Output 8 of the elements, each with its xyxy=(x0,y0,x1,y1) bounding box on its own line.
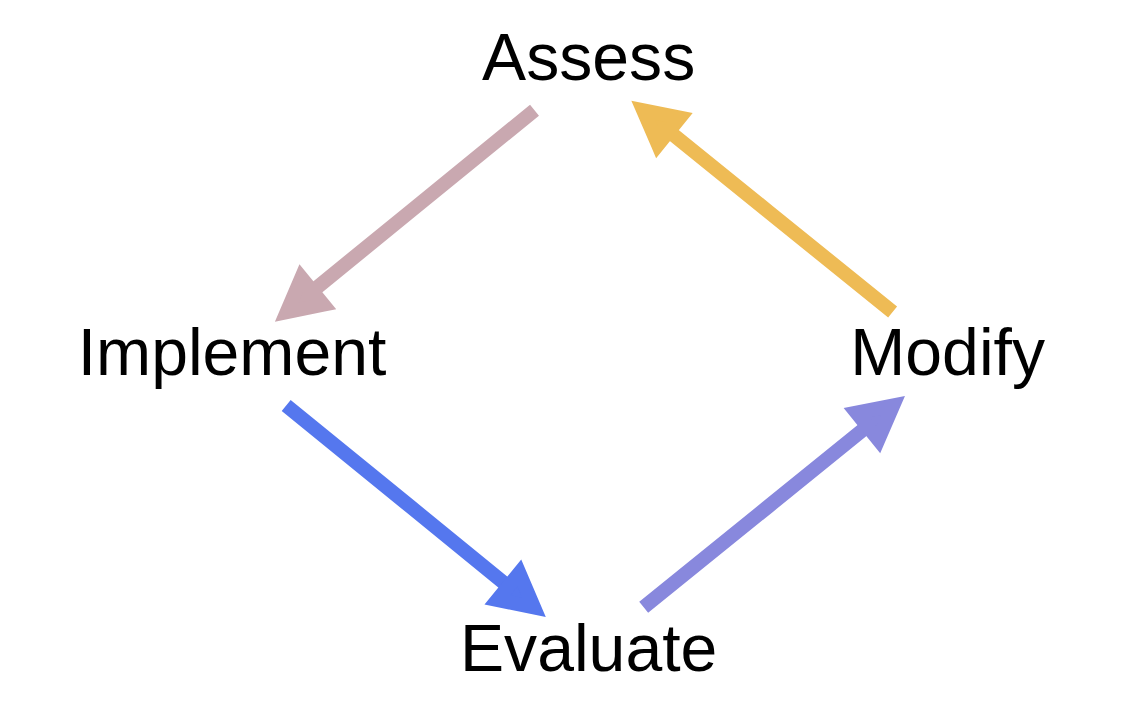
node-text: Implement xyxy=(77,315,386,390)
node-text: Evaluate xyxy=(459,610,717,685)
arrow xyxy=(281,400,546,617)
node-text: Assess xyxy=(481,20,695,95)
arrow xyxy=(638,395,905,613)
arrow xyxy=(274,104,539,322)
arrow xyxy=(630,100,897,318)
node-text: Modify xyxy=(849,315,1045,390)
